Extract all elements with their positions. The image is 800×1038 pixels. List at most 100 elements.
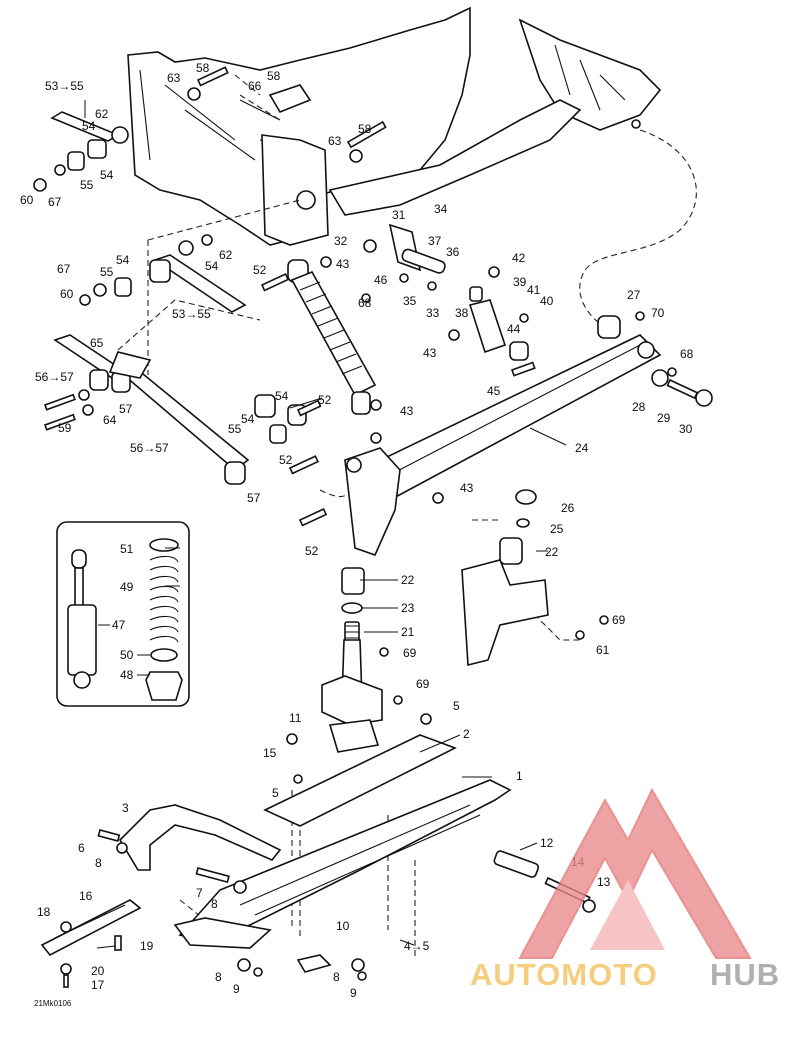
lower-arm-tube <box>43 334 250 485</box>
callout-label: 59 <box>58 421 72 435</box>
callout-label: 66 <box>248 79 262 93</box>
callout-label: 54 <box>275 389 289 403</box>
callout-label: 43 <box>400 404 414 418</box>
leader-lines <box>84 100 567 949</box>
callout-label: 22 <box>545 545 559 559</box>
callout-label: 60 <box>20 193 34 207</box>
callout-label: 55 <box>228 422 242 436</box>
callout-label: 60 <box>60 287 74 301</box>
callout-label: 39 <box>513 275 527 289</box>
watermark-brand-part-2: HUB <box>710 957 780 992</box>
callout-label: 27 <box>627 288 641 302</box>
upper-arm-tube-top <box>33 66 387 192</box>
callout-label: 57 <box>119 402 133 416</box>
callout-label: 13 <box>597 875 611 889</box>
callout-label: 52 <box>279 453 293 467</box>
shock-breakout-box <box>56 521 190 707</box>
callout-label: 26 <box>561 501 575 515</box>
callout-label: 17 <box>91 978 105 992</box>
callout-label: 46 <box>374 273 388 287</box>
callout-label: 55 <box>80 178 94 192</box>
wear-plate-small <box>40 899 142 988</box>
callout-label: 8 <box>333 970 340 984</box>
callout-label: 63 <box>328 134 342 148</box>
callout-label: 22 <box>401 573 415 587</box>
callout-label: 8 <box>215 970 222 984</box>
callout-label: 29 <box>657 411 671 425</box>
callout-label: 15 <box>263 746 277 760</box>
callout-label: 47 <box>112 618 126 632</box>
callout-label: 18 <box>37 905 51 919</box>
callout-label: 1 <box>516 769 523 783</box>
callout-label: 67 <box>48 195 62 209</box>
callout-label: 23 <box>401 601 415 615</box>
callout-label: 4→5 <box>404 939 430 953</box>
callout-label: 38 <box>455 306 469 320</box>
callout-label: 20 <box>91 964 105 978</box>
callout-label: 67 <box>57 262 71 276</box>
callout-label: 58 <box>358 122 372 136</box>
callout-label: 62 <box>95 107 109 121</box>
callout-label: 7 <box>196 886 203 900</box>
callout-label: 25 <box>550 522 564 536</box>
callout-label: 53→55 <box>172 307 211 321</box>
callout-label: 62 <box>219 248 233 262</box>
callout-label: 68 <box>680 347 694 361</box>
callout-label: 70 <box>651 306 665 320</box>
callout-label: 55 <box>100 265 114 279</box>
callout-label: 57 <box>247 491 261 505</box>
callout-label: 32 <box>334 234 348 248</box>
callout-label: 24 <box>575 441 589 455</box>
frame-assembly <box>127 6 662 246</box>
callout-label: 3 <box>122 801 129 815</box>
callout-label: 34 <box>434 202 448 216</box>
callout-label: 30 <box>679 422 693 436</box>
callout-label: 11 <box>289 711 302 725</box>
steering-linkage <box>361 223 536 377</box>
callout-label: 12 <box>540 836 554 850</box>
callout-label: 9 <box>350 986 357 1000</box>
callout-label: 36 <box>446 245 460 259</box>
callout-label: 54 <box>205 259 219 273</box>
callout-label: 37 <box>428 234 442 248</box>
diagram-reference-code: 21Mk0106 <box>34 999 72 1008</box>
callout-label: 53→55 <box>45 79 84 93</box>
trailing-arm <box>344 311 713 556</box>
callout-label: 58 <box>196 61 210 75</box>
callout-label: 48 <box>120 668 134 682</box>
callout-label: 64 <box>103 413 117 427</box>
callout-label: 6 <box>78 841 85 855</box>
ski-assembly <box>97 713 596 981</box>
callout-labels: 53→55 63 58 58 66 62 54 63 58 54 55 60 6… <box>20 61 694 1000</box>
callout-label: 2 <box>463 727 470 741</box>
callout-label: 28 <box>632 400 646 414</box>
callout-label: 9 <box>233 982 240 996</box>
callout-label: 50 <box>120 648 134 662</box>
callout-label: 63 <box>167 71 181 85</box>
callout-label: 69 <box>403 646 417 660</box>
callout-label: 61 <box>596 643 610 657</box>
callout-label: 44 <box>507 322 521 336</box>
callout-label: 8 <box>95 856 102 870</box>
watermark-brand-part-1: AUTOMOTO <box>470 957 658 992</box>
callout-label: 43 <box>423 346 437 360</box>
callout-label: 54 <box>100 168 114 182</box>
callout-label: 54 <box>82 119 96 133</box>
callout-label: 56→57 <box>130 441 169 455</box>
callout-label: 54 <box>116 253 130 267</box>
callout-label: 43 <box>460 481 474 495</box>
callout-label: 51 <box>120 542 134 556</box>
callout-label: 42 <box>512 251 526 265</box>
callout-label: 65 <box>90 336 104 350</box>
callout-label: 5 <box>272 786 279 800</box>
automotohub-watermark: AUTOMOTO HUB <box>470 787 780 992</box>
spindle-assembly <box>321 567 403 753</box>
callout-label: 10 <box>336 919 350 933</box>
callout-label: 35 <box>403 294 417 308</box>
callout-label: 58 <box>267 69 281 83</box>
callout-label: 45 <box>487 384 501 398</box>
callout-label: 41 <box>527 283 541 297</box>
mid-bushing-group <box>254 272 382 527</box>
callout-label: 8 <box>211 897 218 911</box>
